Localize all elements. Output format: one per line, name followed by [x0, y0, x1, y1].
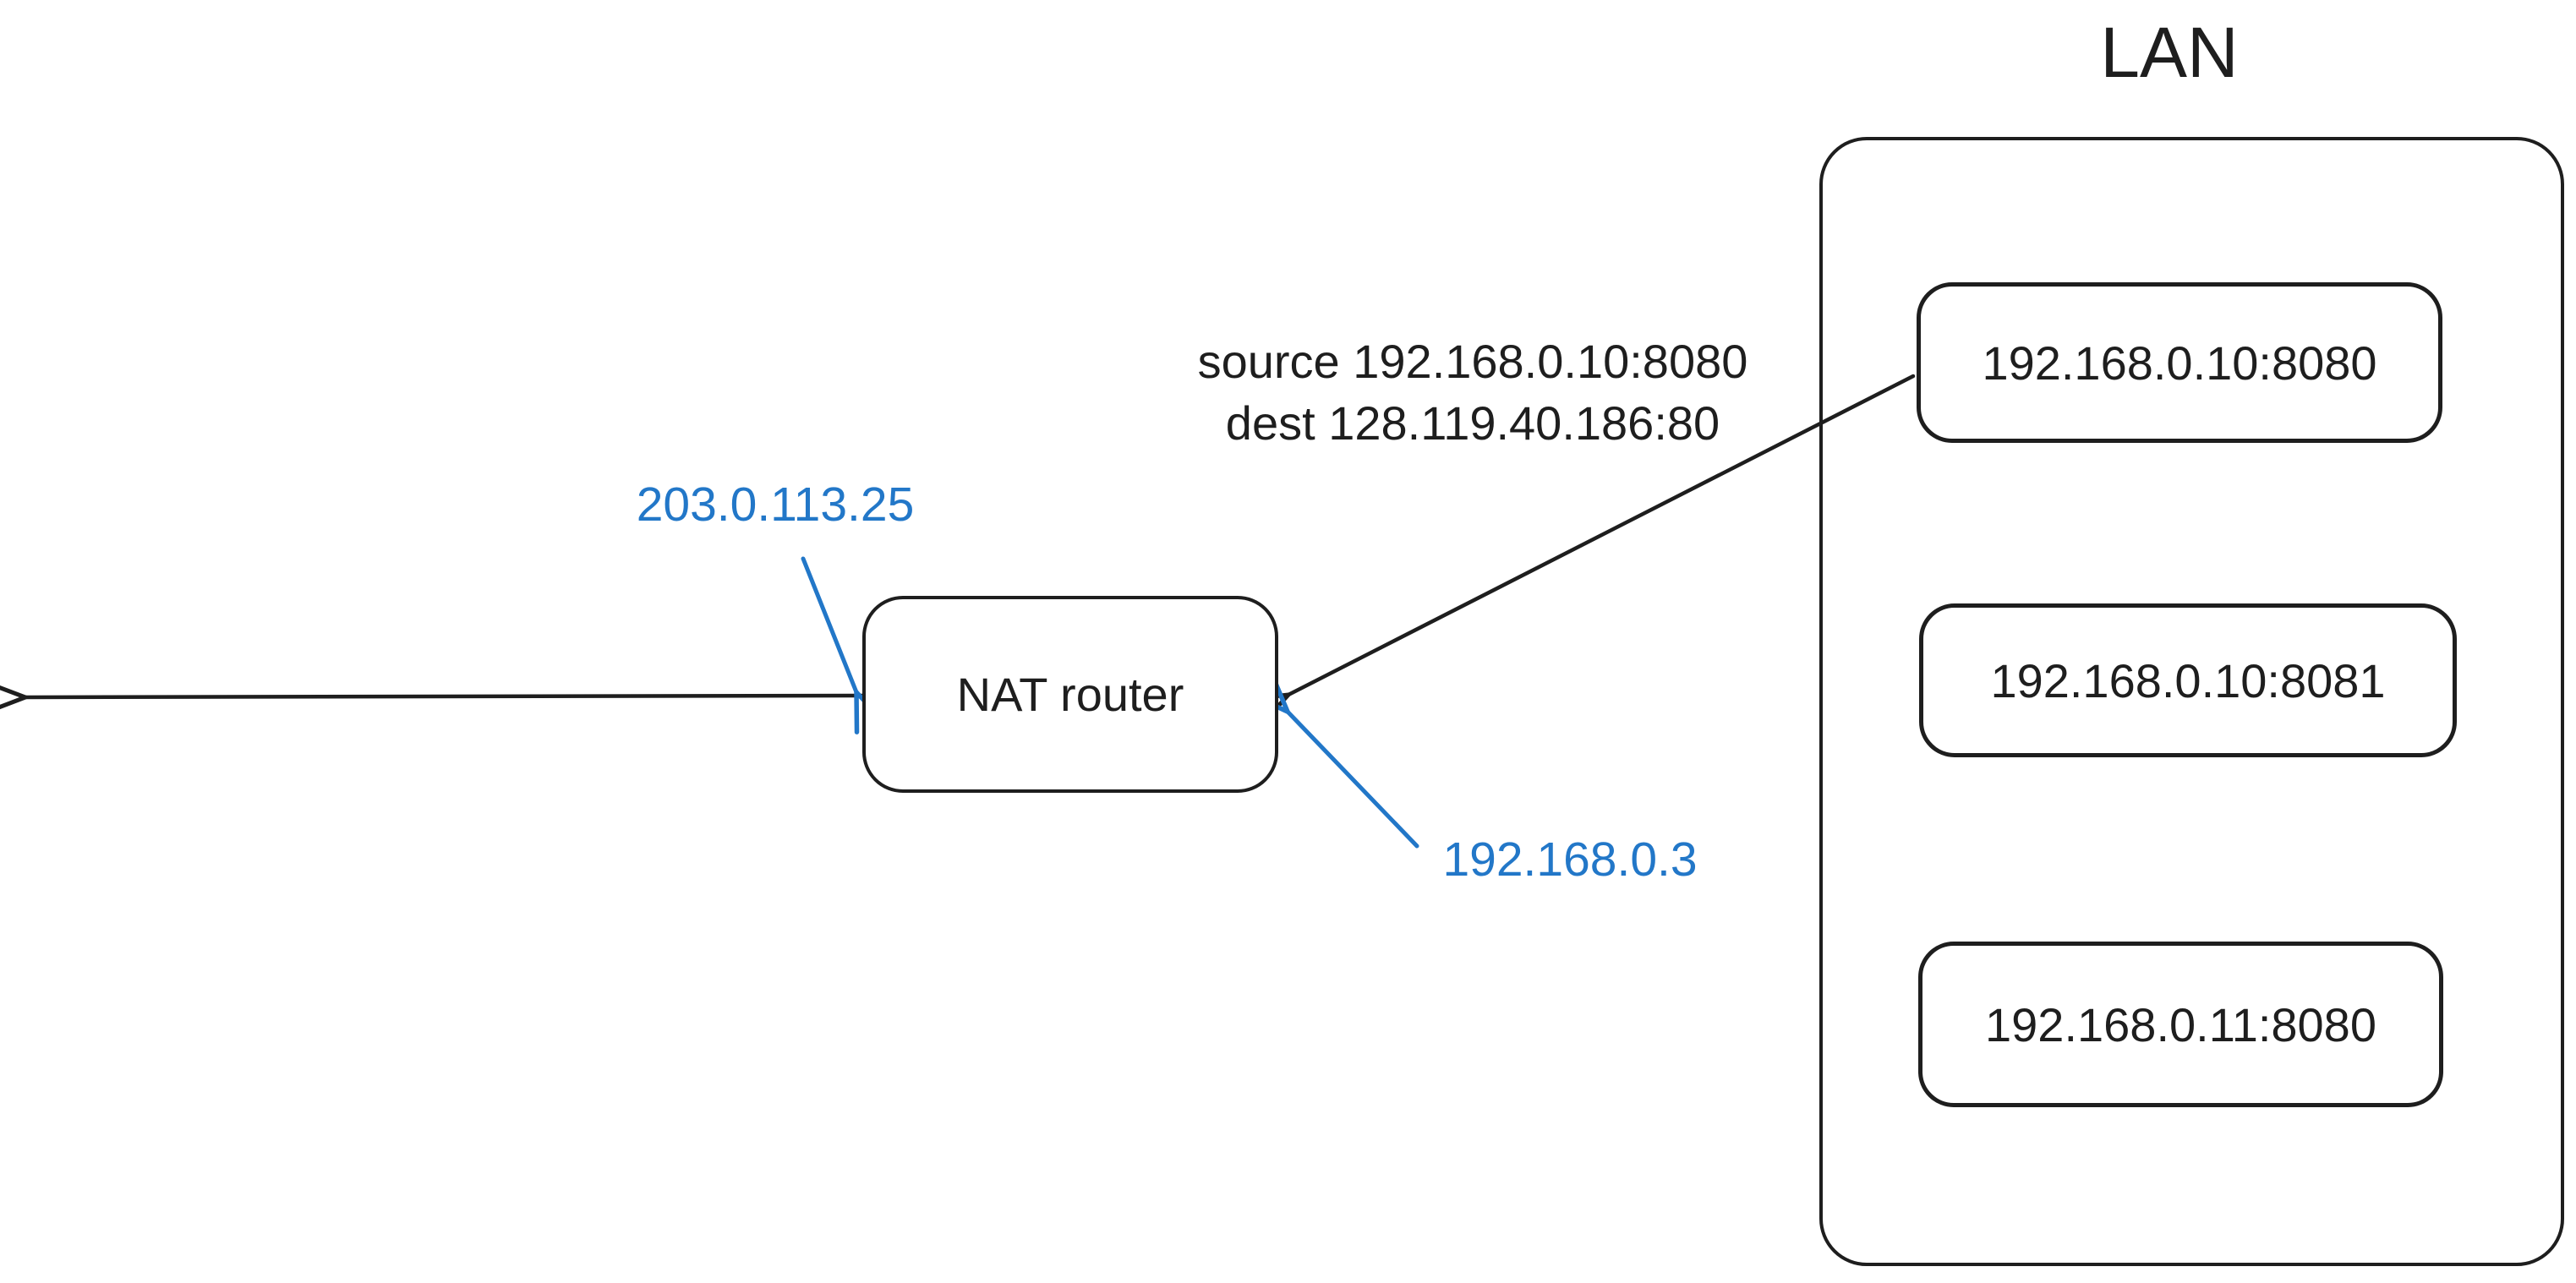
- packet-source-line: source 192.168.0.10:8080: [1197, 335, 1748, 388]
- host-3-address: 192.168.0.11:8080: [1985, 997, 2376, 1051]
- nat-router-label: NAT router: [956, 668, 1184, 721]
- host-box-3: 192.168.0.11:8080: [1918, 942, 2443, 1107]
- private-ip-label: 192.168.0.3: [1442, 833, 1698, 887]
- host-box-2: 192.168.0.10:8081: [1919, 603, 2457, 757]
- lan-boundary-box: [1819, 137, 2564, 1266]
- wan-outbound-arrow: [0, 679, 865, 716]
- host-box-1: 192.168.0.10:8080: [1917, 282, 2442, 443]
- nat-router-box: NAT router: [862, 596, 1278, 793]
- host-2-address: 192.168.0.10:8081: [1990, 653, 2386, 707]
- public-ip-label: 203.0.113.25: [636, 478, 915, 532]
- packet-dest-line: dest 128.119.40.186:80: [1225, 396, 1720, 450]
- private-ip-pointer-arrow: [1249, 672, 1419, 849]
- lan-title: LAN: [2100, 13, 2239, 92]
- packet-arrow: [1241, 374, 1916, 731]
- public-ip-pointer-arrow: [801, 556, 886, 734]
- packet-header-annotation: source 192.168.0.10:8080 dest 128.119.40…: [1198, 331, 1748, 455]
- host-1-address: 192.168.0.10:8080: [1982, 336, 2377, 390]
